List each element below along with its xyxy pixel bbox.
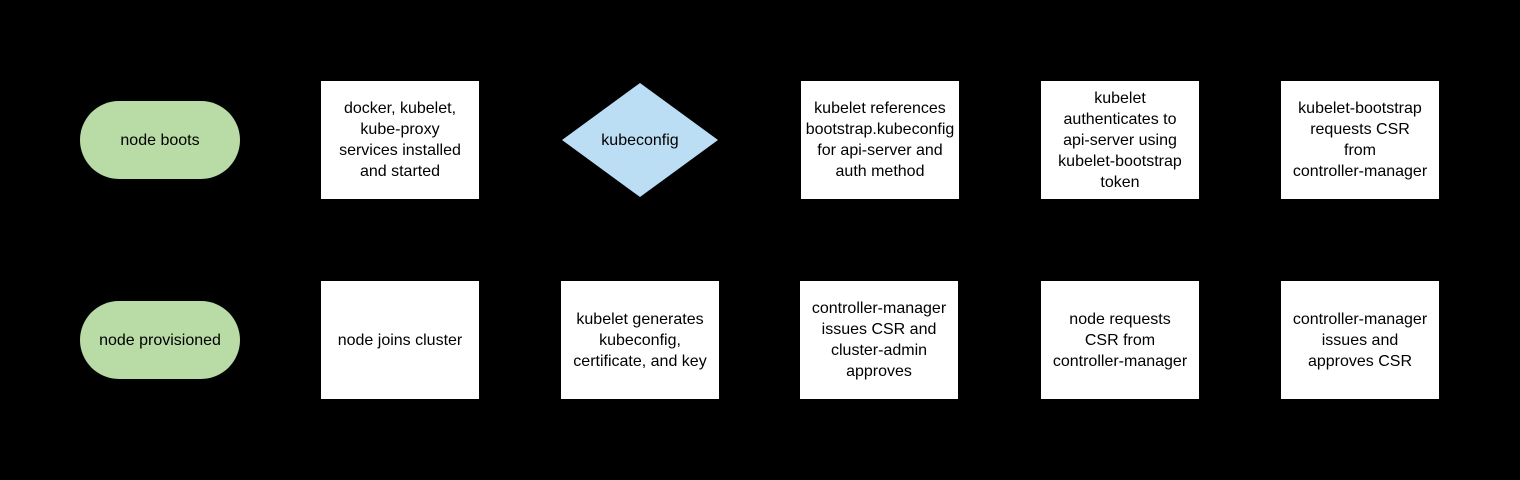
node-label: kubelet-bootstrap requests CSR from cont… xyxy=(1292,100,1428,180)
node-label: node provisioned xyxy=(99,331,221,349)
node-label: kubelet references bootstrap.kubeconfig … xyxy=(805,100,955,180)
process-controller-manager-approves-csr: controller-manager issues and approves C… xyxy=(1281,281,1439,399)
node-label: node joins cluster xyxy=(337,331,463,349)
process-kubelet-authenticates-api-server: kubelet authenticates to api-server usin… xyxy=(1041,81,1199,199)
process-kubelet-references-bootstrap-kubeconfig: kubelet references bootstrap.kubeconfig … xyxy=(801,81,959,199)
node-label: kubelet authenticates to api-server usin… xyxy=(1058,89,1182,191)
terminator-node-boots: node boots xyxy=(80,101,240,179)
node-label: kubeconfig xyxy=(601,131,679,149)
node-label: node boots xyxy=(120,131,200,149)
process-kubelet-bootstrap-requests-csr: kubelet-bootstrap requests CSR from cont… xyxy=(1281,81,1439,199)
process-controller-manager-issues-csr: controller-manager issues CSR and cluste… xyxy=(800,281,958,399)
node-label: controller-manager issues CSR and cluste… xyxy=(811,300,947,380)
process-kubelet-generates-kubeconfig: kubelet generates kubeconfig, certificat… xyxy=(561,281,719,399)
process-node-requests-csr: node requests CSR from controller-manage… xyxy=(1041,281,1199,399)
process-node-joins-cluster: node joins cluster xyxy=(321,281,479,399)
terminator-node-provisioned: node provisioned xyxy=(80,301,240,379)
node-label: controller-manager issues and approves C… xyxy=(1292,310,1428,370)
process-services-installed: docker, kubelet, kube-proxy services ins… xyxy=(321,81,479,199)
decision-kubeconfig: kubeconfig xyxy=(562,83,718,197)
node-label: docker, kubelet, kube-proxy services ins… xyxy=(339,100,461,180)
node-label: node requests CSR from controller-manage… xyxy=(1052,310,1188,370)
node-label: kubelet generates kubeconfig, certificat… xyxy=(573,310,707,370)
